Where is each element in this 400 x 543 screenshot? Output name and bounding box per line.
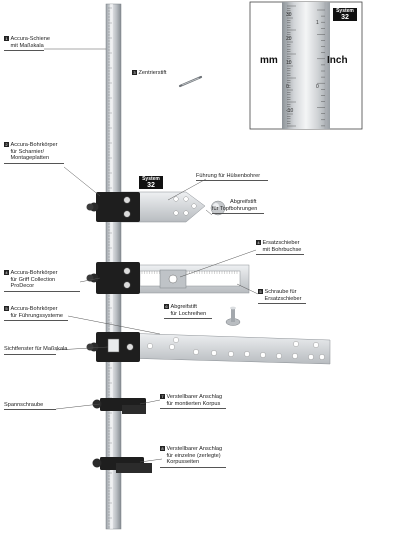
drill-hole: [244, 351, 250, 357]
badge-top: System: [142, 176, 160, 182]
drill-hole: [292, 353, 298, 359]
inset-mm-label: 20: [286, 36, 292, 42]
drill-body-grip: [86, 262, 250, 294]
underline: [256, 254, 304, 255]
drill-hole: [308, 354, 314, 360]
callout-number: 5: [258, 289, 263, 294]
drill-hole: [147, 343, 153, 349]
inset-mm-label: 0: [286, 84, 289, 90]
cup-bore-pickup-pin: [210, 200, 226, 216]
callout-number: 3: [132, 70, 137, 75]
underline: [160, 408, 226, 409]
underline: [4, 320, 68, 321]
scale-inset: [249, 1, 363, 130]
drill-hole: [319, 354, 325, 360]
drill-hole: [173, 337, 179, 343]
inset-system32-badge: System 32: [333, 8, 357, 21]
drill-hole: [260, 352, 266, 358]
centering-pin: [178, 75, 203, 88]
drill-hole: [313, 342, 319, 348]
callout-number: 4: [4, 270, 9, 275]
drill-hole: [193, 349, 199, 355]
label-clamp-screw: Spannschraube: [4, 402, 44, 408]
drill-hole: [293, 341, 299, 347]
drill-hole: [211, 350, 217, 356]
slot-scale: [141, 271, 238, 274]
inset-inch-label: 0: [316, 84, 319, 90]
adjustable-stop-mounted: [92, 398, 146, 414]
underline: [160, 467, 226, 468]
underline: [212, 213, 264, 214]
drill-body-hinge: [86, 191, 206, 223]
drill-hole: [228, 351, 234, 357]
callout-number: 6: [164, 304, 169, 309]
label-guide-drill: Führung für Hülsenbohrer: [196, 173, 261, 179]
underline: [196, 180, 268, 181]
system32-badge: System 32: [139, 176, 163, 189]
label-scale-window: Sichtfenster für Maßskala: [4, 346, 68, 352]
underline: [4, 409, 56, 410]
underline: [258, 303, 306, 304]
inset-unit-mm: mm: [260, 55, 278, 66]
underline: [164, 318, 212, 319]
inset-mm-label: 10: [286, 60, 292, 66]
callout-number: 1: [4, 36, 9, 41]
hole-row-pickup-pin: [225, 306, 241, 326]
badge-bottom: 32: [147, 182, 155, 189]
inset-badge-bottom: 32: [341, 14, 349, 21]
drill-hole: [169, 344, 175, 350]
underline: [4, 291, 80, 292]
inset-unit-inch: Inch: [327, 55, 348, 66]
underline: [4, 50, 44, 51]
inset-inch-label: 1: [316, 20, 319, 26]
inset-badge-top: System: [336, 8, 354, 14]
drill-body-guide: [86, 332, 331, 365]
callout-number: 2: [4, 142, 9, 147]
underline: [4, 163, 64, 164]
inset-mm-label: -10: [286, 108, 294, 114]
hole-row: [147, 337, 325, 360]
drill-hole: [276, 353, 282, 359]
underline: [4, 354, 56, 355]
leader-lines: [44, 48, 259, 463]
callout-number: 8: [160, 446, 165, 451]
inset-mm-label: 30: [286, 12, 292, 18]
callout-number: 7: [160, 394, 165, 399]
adjustable-stop-single: [92, 457, 152, 473]
callout-number: 4: [256, 240, 261, 245]
label-cup-pickup: Abgreifstift für Topfbohrungen: [212, 199, 258, 212]
inset-scale-ticks: [287, 5, 325, 127]
callout-number: 5: [4, 306, 9, 311]
